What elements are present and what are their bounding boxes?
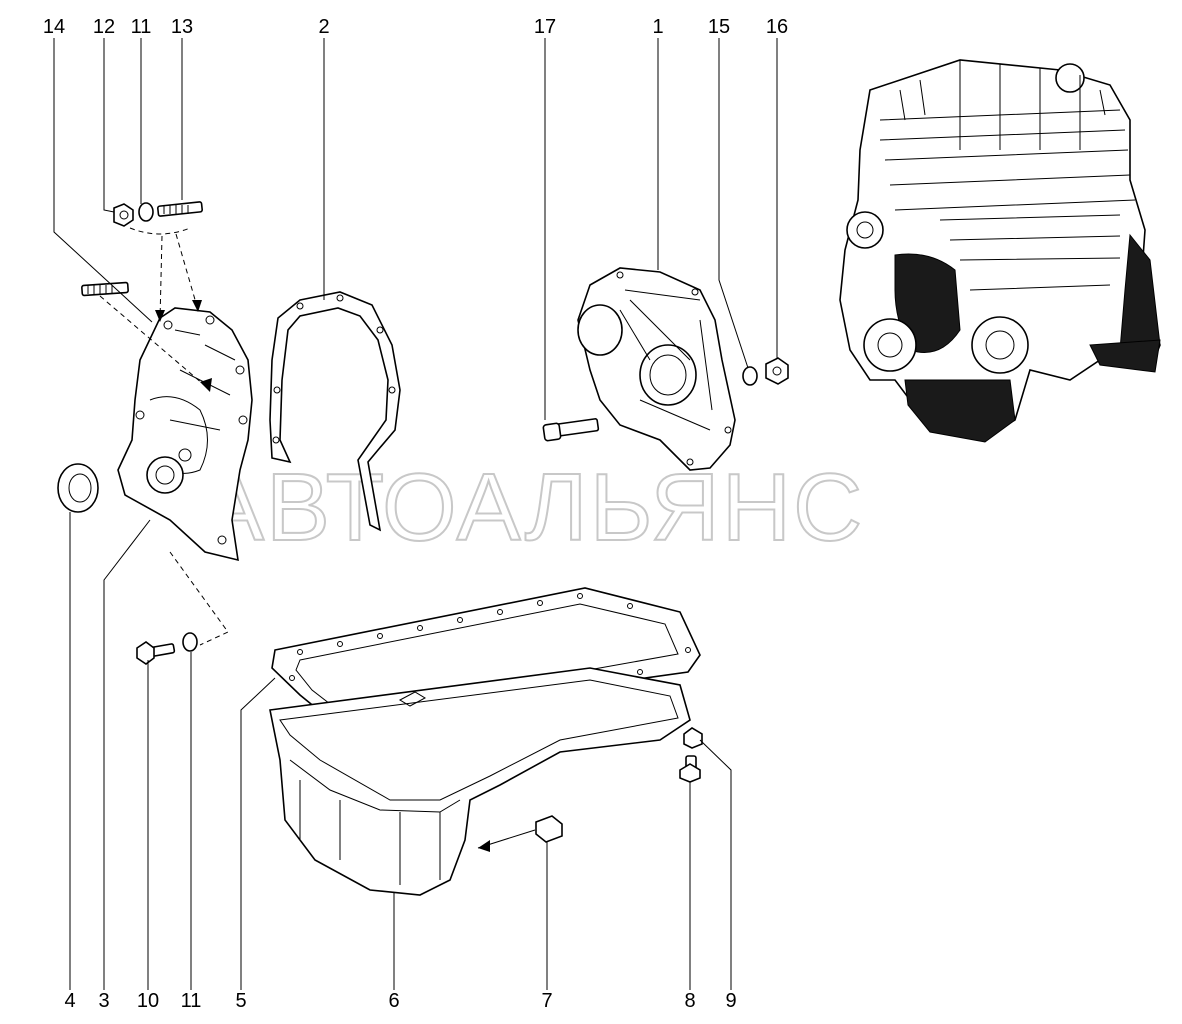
callout-label: 8 bbox=[684, 990, 695, 1012]
callout-label: 5 bbox=[235, 990, 246, 1012]
timing-cover-part-icon bbox=[542, 267, 789, 471]
callout-label: 9 bbox=[725, 990, 736, 1012]
callouts-top: 14 12 11 13 2 17 1 15 16 bbox=[43, 16, 788, 38]
callout-label: 17 bbox=[534, 16, 556, 38]
fasteners-top-left bbox=[81, 201, 212, 392]
watermark-text: АВТОАЛЬЯНС bbox=[200, 454, 864, 561]
gasket-part-icon bbox=[269, 291, 401, 532]
callout-label: 10 bbox=[137, 990, 159, 1012]
callout-label: 15 bbox=[708, 16, 730, 38]
callout-label: 6 bbox=[388, 990, 399, 1012]
callout-label: 4 bbox=[64, 990, 75, 1012]
front-cover-part-icon bbox=[117, 307, 253, 562]
callout-label: 1 bbox=[652, 16, 663, 38]
callout-label: 3 bbox=[98, 990, 109, 1012]
engine-illustration-icon bbox=[839, 59, 1161, 443]
fasteners-bottom bbox=[136, 551, 703, 783]
oil-seal-part-icon bbox=[57, 463, 99, 513]
callout-label: 16 bbox=[766, 16, 788, 38]
oil-pan-part-icon bbox=[269, 667, 691, 896]
callout-label: 14 bbox=[43, 16, 65, 38]
callout-label: 11 bbox=[131, 16, 152, 38]
callouts-bottom: 4 3 10 11 5 6 7 8 9 bbox=[64, 990, 736, 1012]
callout-label: 11 bbox=[181, 990, 202, 1012]
callout-label: 7 bbox=[541, 990, 552, 1012]
callout-label: 12 bbox=[93, 16, 115, 38]
leader-lines bbox=[53, 38, 778, 990]
callout-label: 2 bbox=[318, 16, 329, 38]
callout-label: 13 bbox=[171, 16, 193, 38]
